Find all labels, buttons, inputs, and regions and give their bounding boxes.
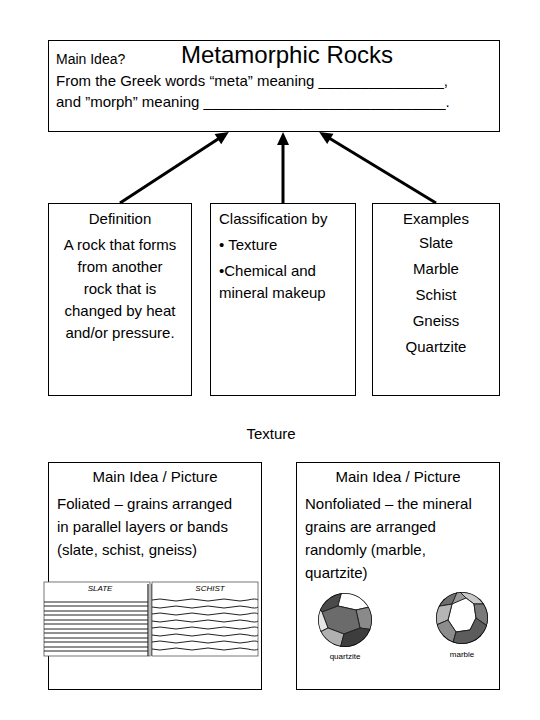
title-box: Main Idea? Metamorphic RocksFrom the Gree… (48, 40, 500, 132)
schist-picture (152, 582, 258, 656)
connector-arrow (120, 132, 229, 203)
schist-layers (152, 599, 258, 650)
grain (316, 591, 374, 649)
box-heading: Classification by (211, 208, 355, 230)
connector-arrow (319, 132, 436, 203)
section-heading: Texture (211, 423, 331, 445)
box-heading: Main Idea / Picture (49, 466, 261, 488)
schist-frame (152, 582, 258, 656)
box-heading: Definition (49, 208, 191, 230)
connector-line (329, 138, 436, 203)
picture-label: marble (432, 650, 492, 660)
definition-text: A rock that forms from another rock that… (63, 234, 178, 344)
example-item: Schist (373, 282, 499, 308)
slate-edge (148, 584, 152, 656)
slate-frame (44, 582, 150, 656)
arrow-head (215, 132, 229, 144)
box-heading: Main Idea / Picture (297, 466, 499, 488)
marble-picture (434, 590, 490, 646)
quartzite-picture (316, 591, 374, 649)
definition-box: Definition A rock that forms from another… (48, 203, 192, 396)
texture-description: Nonfoliated – the mineral grains are arr… (297, 492, 481, 584)
slate-picture (44, 582, 152, 656)
picture-label: quartzite (315, 652, 375, 662)
example-item: Slate (373, 230, 499, 256)
grain (434, 590, 490, 646)
example-item: Marble (373, 256, 499, 282)
main-idea-tag: Main Idea? (56, 50, 125, 68)
diagram-title: Metamorphic Rocks (181, 41, 393, 69)
grain-outline (318, 593, 372, 647)
picture-label: SLATE (75, 584, 125, 594)
connector-line (282, 143, 285, 203)
arrow-head (277, 132, 289, 145)
picture-label: SCHIST (180, 584, 240, 594)
bullet-item: •Chemical and mineral makeup (211, 260, 344, 304)
grain-outline (436, 592, 488, 644)
connector-arrow (277, 132, 289, 203)
arrow-head (319, 132, 333, 144)
example-item: Quartzite (373, 334, 499, 360)
connector-line (120, 138, 220, 203)
slate-layers (44, 602, 148, 651)
example-item: Gneiss (373, 308, 499, 334)
classification-box: Classification by • Texture •Chemical and … (210, 203, 356, 396)
bullet-item: • Texture (211, 234, 355, 256)
etymology-prompt: From the Greek words “meta” meaning ____… (56, 70, 466, 112)
texture-description: Foliated – grains arranged in parallel l… (49, 492, 241, 561)
examples-box: ExamplesSlateMarbleSchistGneissQuartzite (372, 203, 500, 396)
box-heading: Examples (373, 208, 499, 230)
